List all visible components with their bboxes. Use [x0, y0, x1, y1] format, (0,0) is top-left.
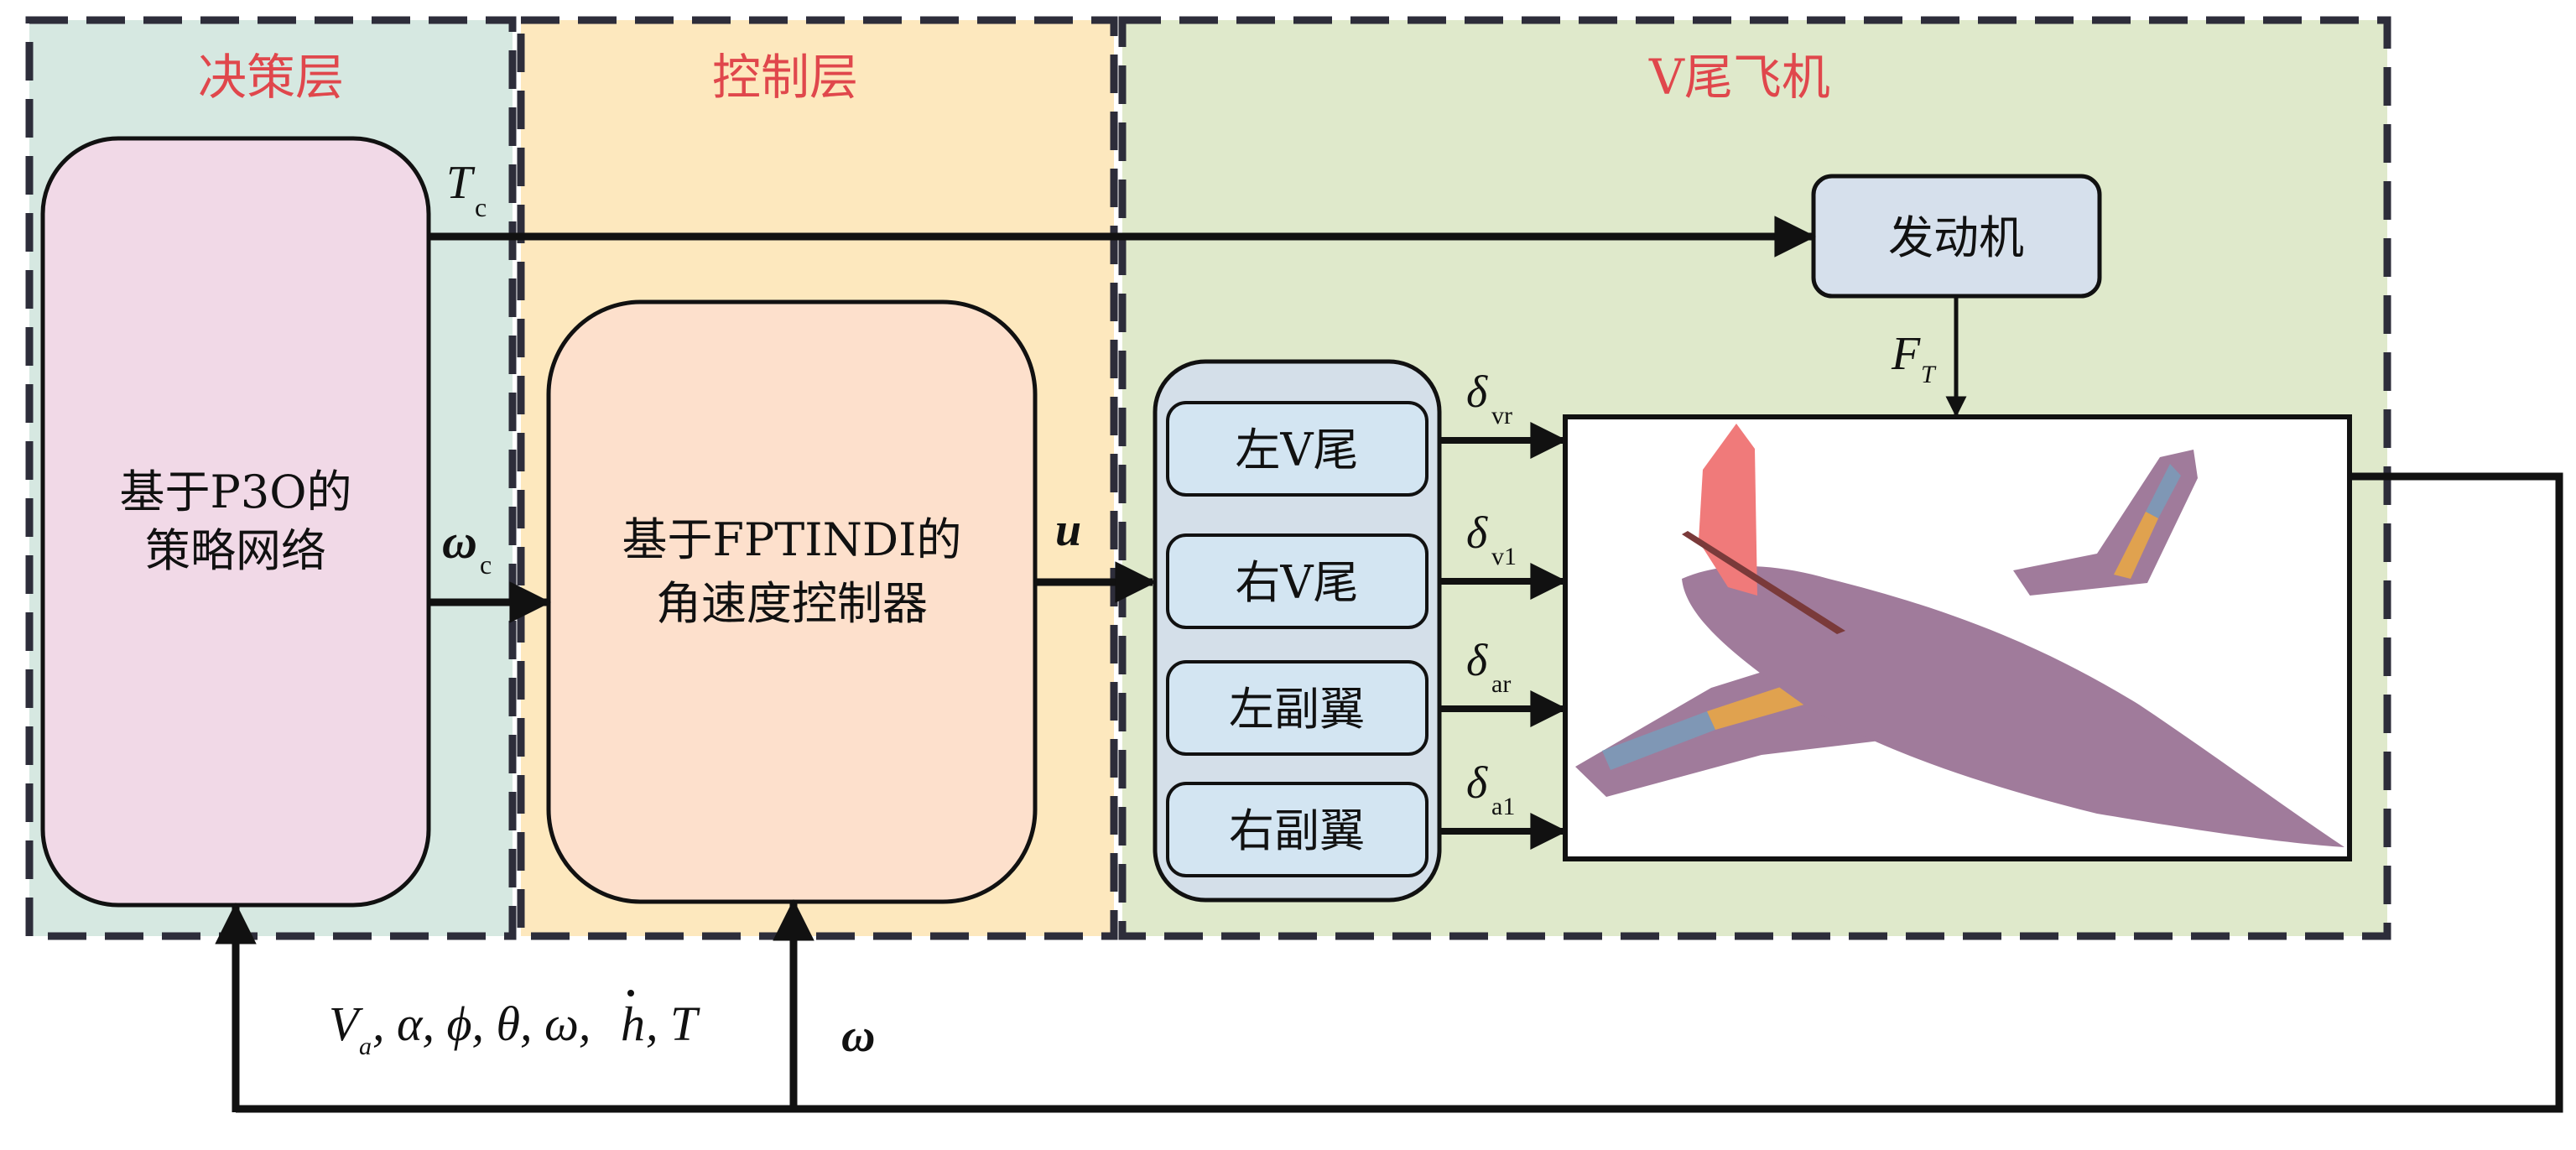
actuator-item: 左V尾	[1166, 401, 1429, 497]
engine-label: 发动机	[1888, 211, 2024, 264]
signal-connections	[215, 216, 2563, 1113]
actuator-item: 右V尾	[1166, 533, 1429, 629]
svg-text:ω: ω	[442, 514, 477, 569]
svg-text:V: V	[329, 996, 364, 1051]
aircraft-fuselage	[1682, 566, 2344, 847]
aircraft-right-wing	[2013, 450, 2198, 596]
svg-text:F: F	[1891, 328, 1921, 380]
policy-network-label-line1: 基于P3O的	[120, 466, 352, 518]
label-feedback-rate: ω	[841, 1010, 876, 1062]
actuator-label: 左V尾	[1236, 424, 1359, 476]
aircraft-model-image	[1563, 414, 2352, 861]
aircraft-right-aileron-outer	[2146, 464, 2181, 518]
panel-control-title: 控制层	[712, 49, 858, 106]
label-feedback-state: V a , α, ϕ, θ, ω, h , T	[329, 990, 700, 1060]
aircraft-right-aileron-inner	[2114, 512, 2158, 579]
policy-network-label-line2: 策略网络	[145, 524, 326, 577]
svg-text:δ: δ	[1466, 757, 1488, 808]
label-rate-command: ω c	[442, 514, 492, 580]
svg-text:h: h	[621, 996, 645, 1051]
svg-text:u: u	[1055, 504, 1081, 556]
svg-text:δ: δ	[1466, 635, 1488, 685]
aircraft-left-aileron-outer	[1602, 711, 1715, 770]
svg-text:v1: v1	[1491, 543, 1517, 570]
fptindi-controller-block: 基于FPTINDI的 角速度控制器	[546, 299, 1038, 904]
svg-text:vr: vr	[1491, 402, 1512, 429]
svg-text:ω: ω	[841, 1010, 876, 1062]
svg-text:a1: a1	[1491, 793, 1515, 820]
svg-text:, α, ϕ, θ, ω,: , α, ϕ, θ, ω,	[372, 996, 603, 1051]
aircraft-v-tail-dark	[1682, 531, 1845, 634]
svg-text:ar: ar	[1491, 670, 1511, 698]
svg-text:a: a	[359, 1033, 372, 1060]
label-control-input: u	[1055, 504, 1081, 556]
actuator-label: 右副翼	[1229, 804, 1365, 857]
svg-text:T: T	[446, 157, 476, 209]
svg-text:T: T	[1921, 361, 1937, 388]
feedback-loop-line	[236, 472, 2563, 1113]
actuator-label: 左副翼	[1229, 683, 1365, 736]
svg-text:δ: δ	[1466, 507, 1488, 558]
label-thrust-command: T c	[446, 157, 487, 222]
svg-text:c: c	[475, 192, 487, 222]
actuator-label: 右V尾	[1236, 556, 1359, 609]
engine-block: 发动机	[1811, 174, 2102, 299]
panel-aircraft-title: V尾飞机	[1648, 49, 1830, 106]
panel-decision-title: 决策层	[198, 49, 344, 106]
actuator-item: 右副翼	[1166, 782, 1429, 877]
controller-label-line2: 角速度控制器	[656, 577, 928, 630]
svg-text:c: c	[480, 549, 492, 580]
svg-text:δ: δ	[1466, 367, 1488, 417]
controller-label-line1: 基于FPTINDI的	[622, 513, 961, 566]
svg-text:, T: , T	[646, 996, 700, 1051]
policy-network-block: 基于P3O的 策略网络	[40, 136, 431, 908]
actuator-item: 左副翼	[1166, 660, 1429, 756]
label-thrust-force: F T	[1891, 328, 1937, 388]
